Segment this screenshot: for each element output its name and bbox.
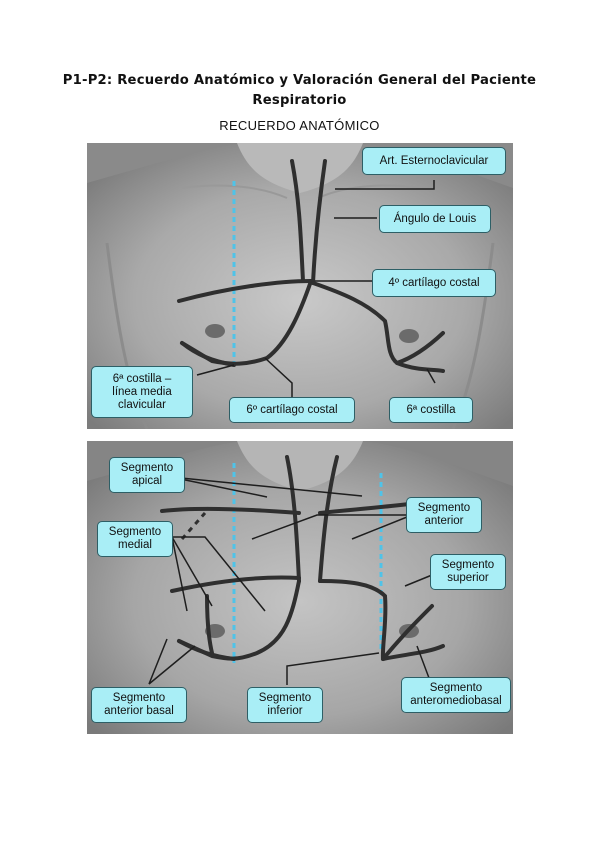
chest-anatomy-photo-top: Art. Esternoclavicular Ángulo de Louis 4… — [87, 143, 513, 429]
label-4-cartilago-costal: 4º cartílago costal — [372, 269, 496, 297]
document-title: P1-P2: Recuerdo Anatómico y Valoración G… — [62, 73, 537, 108]
label-6-costilla: 6ª costilla — [389, 397, 473, 423]
chest-segments-photo-bottom: Segmento apical Segmento anterior Segmen… — [87, 441, 513, 734]
label-segmento-inferior: Segmento inferior — [247, 687, 323, 723]
label-angulo-louis: Ángulo de Louis — [379, 205, 491, 233]
section-heading: RECUERDO ANATÓMICO — [219, 118, 380, 133]
label-segmento-apical: Segmento apical — [109, 457, 185, 493]
label-segmento-medial: Segmento medial — [97, 521, 173, 557]
label-segmento-superior: Segmento superior — [430, 554, 506, 590]
label-segmento-anteromediobasal: Segmento anteromediobasal — [401, 677, 511, 713]
label-art-esternoclavicular: Art. Esternoclavicular — [362, 147, 506, 175]
label-6-cartilago-costal: 6º cartílago costal — [229, 397, 355, 423]
label-segmento-anterior-basal: Segmento anterior basal — [91, 687, 187, 723]
label-segmento-anterior: Segmento anterior — [406, 497, 482, 533]
label-6-costilla-linea-media-clavicular: 6ª costilla – línea media clavicular — [91, 366, 193, 418]
